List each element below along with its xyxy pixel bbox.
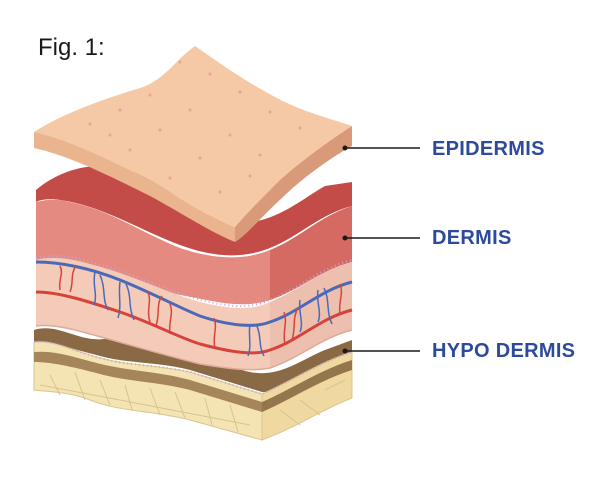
leader-lines bbox=[342, 145, 420, 354]
epidermis-block bbox=[34, 46, 352, 242]
dermis-right-face bbox=[270, 206, 352, 300]
dermis-leader-dot bbox=[342, 235, 348, 241]
vein-capillaries bbox=[93, 271, 333, 357]
artery-line bbox=[35, 290, 353, 355]
vein-line bbox=[35, 260, 353, 327]
dermis-dotted-edge bbox=[35, 254, 353, 308]
artery-capillaries bbox=[58, 265, 343, 349]
epidermis-top-surface bbox=[34, 46, 352, 228]
epidermis-front-face bbox=[34, 132, 235, 242]
hypodermis-right-brown-band bbox=[262, 360, 352, 412]
hypodermis-label: HYPO DERMIS bbox=[432, 340, 576, 362]
dermis-front-face bbox=[36, 199, 270, 305]
epidermis-pores bbox=[88, 60, 302, 194]
hypodermis-brown-band bbox=[34, 351, 262, 412]
dermis-bottom-edge bbox=[35, 324, 353, 371]
figure-label: Fig. 1: bbox=[38, 34, 105, 61]
hypodermis-leader-dot bbox=[342, 348, 348, 354]
hypodermis-cells bbox=[39, 371, 346, 433]
dermis-label: DERMIS bbox=[432, 227, 512, 249]
epidermis-leader-dot bbox=[342, 145, 348, 151]
epidermis-label: EPIDERMIS bbox=[432, 138, 545, 160]
epidermis-right-face bbox=[235, 126, 352, 242]
